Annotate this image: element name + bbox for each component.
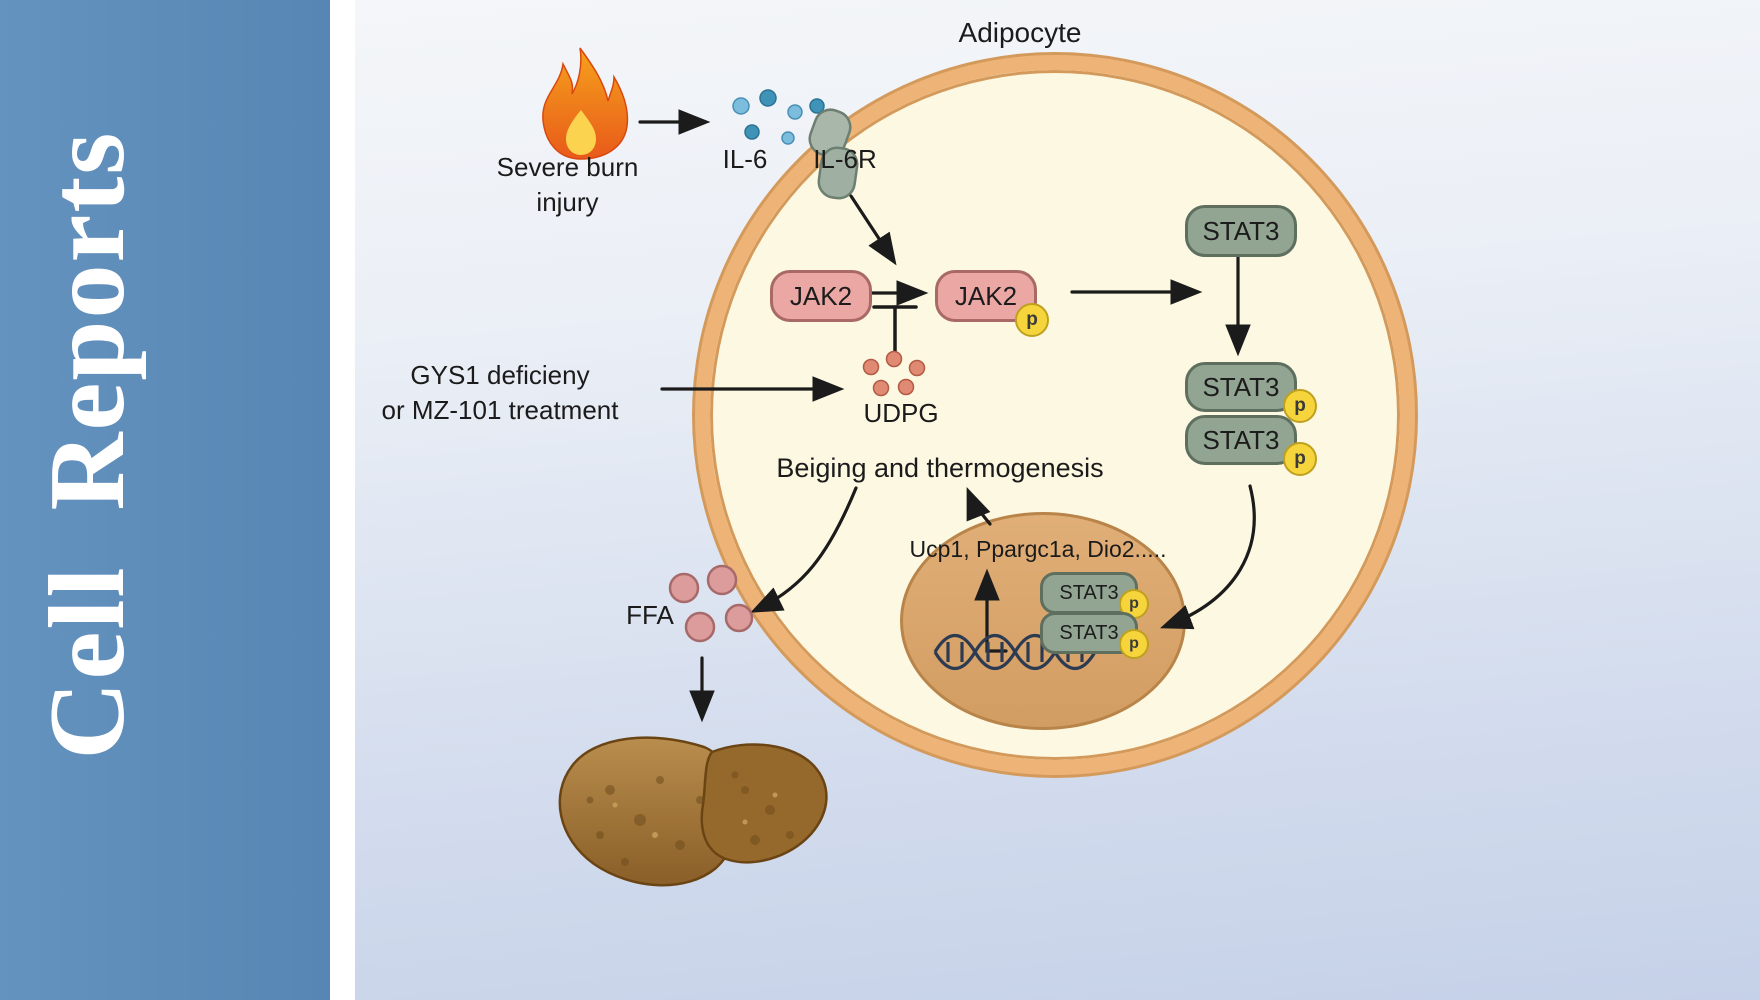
severe-burn-line2: injury (536, 187, 599, 218)
phospho-badge: p (1015, 303, 1049, 337)
stat3-pill: STAT3 (1185, 205, 1297, 257)
phospho-badge: p (1119, 629, 1149, 659)
il6-label: IL-6 (722, 144, 768, 174)
gys1-line1: GYS1 deficieny (410, 360, 590, 390)
target-genes-label: Ucp1, Ppargc1a, Dio2..... (909, 536, 1167, 562)
severe-burn-line1: Severe burn (496, 152, 639, 182)
jak2-pill: JAK2 (770, 270, 872, 322)
journal-sidebar: Cell Reports (0, 0, 330, 1000)
il6r-label: IL-6R (813, 144, 877, 174)
adipocyte-label: Adipocyte (958, 17, 1082, 48)
stat3-dimer-pill-1: STAT3 (1185, 362, 1297, 412)
gys1-line2: or MZ-101 treatment (381, 395, 619, 426)
nucleus (900, 512, 1186, 730)
phospho-badge: p (1283, 442, 1317, 476)
severe-burn-label: Severe burn injury (455, 150, 680, 220)
phospho-badge: p (1283, 389, 1317, 423)
gys1-label: GYS1 deficieny or MZ-101 treatment (360, 358, 640, 428)
journal-title: Cell Reports (28, 130, 147, 760)
udpg-label: UDPG (863, 398, 939, 428)
ffa-label: FFA (626, 600, 674, 630)
beiging-label: Beiging and thermogenesis (776, 453, 1104, 483)
stat3-dimer-pill-2: STAT3 (1185, 415, 1297, 465)
